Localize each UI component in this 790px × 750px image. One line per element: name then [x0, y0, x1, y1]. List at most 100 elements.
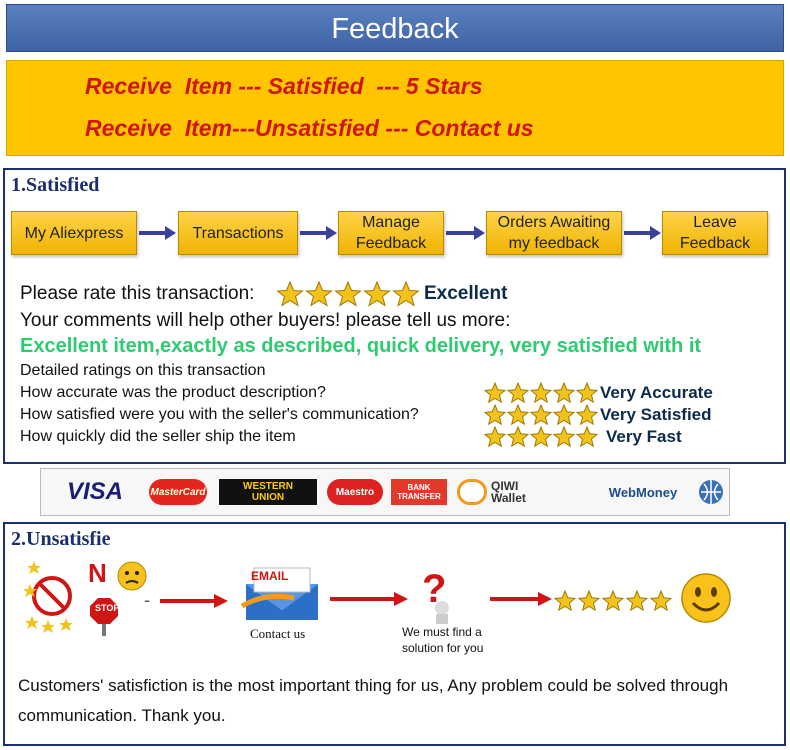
communication-star-rating[interactable] — [484, 404, 600, 426]
crossed-star-icon — [32, 576, 72, 616]
rules-banner: Receive Item --- Satisfied --- 5 Stars R… — [6, 60, 784, 156]
smiley-face-icon — [681, 573, 731, 623]
star-icon — [554, 590, 577, 612]
western-union-text: WESTERN — [243, 481, 293, 492]
bank-transfer-text: BANK — [407, 483, 431, 492]
star-icon — [529, 426, 553, 448]
rating-value: Very Accurate — [600, 383, 713, 402]
banner-line-unsatisfied: Receive Item---Unsatisfied --- Contact u… — [85, 115, 534, 141]
step-label: Feedback — [679, 235, 751, 252]
maestro-logo: Maestro — [327, 479, 383, 505]
step-transactions[interactable]: Transactions — [178, 211, 298, 255]
star-icon — [552, 426, 576, 448]
bank-transfer-logo: BANK TRANSFER — [391, 479, 447, 505]
star-icon — [577, 590, 601, 612]
qiwi-text: Wallet — [491, 491, 526, 505]
star-icon — [484, 382, 507, 404]
qiwi-text: QIWI — [491, 479, 519, 493]
step-arrow-icon — [624, 226, 661, 240]
rating-question: How accurate was the product description… — [20, 384, 326, 401]
step-my-aliexpress[interactable]: My Aliexpress — [11, 211, 137, 255]
satisfied-section: 1.Satisfied — [3, 168, 786, 464]
step-label: Orders Awaiting — [497, 214, 611, 231]
satisfaction-message: communication. Thank you. — [18, 706, 226, 725]
step-arrow-icon — [139, 226, 176, 240]
western-union-text: UNION — [251, 492, 285, 503]
qiwi-logo: QIWI Wallet — [491, 479, 571, 505]
webmoney-globe-icon — [699, 480, 723, 504]
step-label: my feedback — [508, 235, 600, 252]
star-icon — [529, 382, 553, 404]
no-text: N — [88, 558, 107, 588]
webmoney-logo: WebMoney — [608, 484, 678, 500]
red-arrow-icon — [160, 594, 228, 608]
email-envelope-icon[interactable] — [236, 562, 328, 624]
rating-value: Very Satisfied — [600, 405, 712, 424]
qiwi-icon — [457, 479, 487, 505]
star-icon — [506, 426, 530, 448]
step-label: Transactions — [192, 224, 284, 242]
star-icon — [575, 404, 599, 426]
stop-sign-icon — [90, 598, 118, 636]
red-arrow-icon — [490, 592, 552, 606]
star-icon — [575, 426, 599, 448]
comment-text[interactable]: Excellent item,exactly as described, qui… — [20, 335, 702, 357]
step-manage-feedback[interactable]: Manage Feedback — [338, 211, 444, 255]
bank-transfer-text: TRANSFER — [397, 492, 441, 501]
star-icon — [484, 404, 507, 426]
contact-us-label[interactable]: Contact us — [250, 626, 306, 641]
star-icon — [529, 404, 553, 426]
star-icon — [575, 382, 599, 404]
step-orders-awaiting-feedback[interactable]: Orders Awaiting my feedback — [486, 211, 622, 255]
accuracy-star-rating[interactable] — [484, 382, 600, 404]
step-arrow-icon — [300, 226, 337, 240]
star-icon — [506, 404, 530, 426]
no-stop-illustration — [23, 561, 147, 636]
solution-line: We must find a — [402, 625, 482, 639]
rating-question: How quickly did the seller ship the item — [20, 428, 296, 445]
overall-rating-value: Excellent — [424, 283, 508, 304]
payment-methods-strip: VISA MasterCard WESTERN UNION Maestro BA… — [40, 468, 730, 516]
star-icon — [276, 280, 304, 307]
question-figure-icon: ? — [422, 568, 449, 624]
red-arrow-icon — [330, 592, 408, 606]
stop-text: STOP — [95, 603, 120, 613]
satisfied-title: 1.Satisfied — [11, 174, 100, 196]
five-star-result — [554, 590, 672, 612]
visa-logo: VISA — [66, 478, 123, 505]
mastercard-logo: MasterCard — [149, 479, 207, 505]
dash-text: - — [144, 590, 150, 610]
star-icon — [392, 280, 420, 307]
star-icon — [484, 426, 507, 448]
star-icon — [552, 382, 576, 404]
star-icon — [601, 590, 625, 612]
rating-value: Very Fast — [606, 427, 682, 446]
shipping-star-rating[interactable] — [484, 426, 600, 448]
western-union-logo: WESTERN UNION — [219, 479, 317, 505]
step-leave-feedback[interactable]: Leave Feedback — [662, 211, 768, 255]
solution-line: solution for you — [402, 641, 484, 655]
banner-line-satisfied: Receive Item --- Satisfied --- 5 Stars — [85, 73, 483, 99]
unsatisfied-section: 2.Unsatisfie — [3, 522, 786, 746]
step-label: Leave — [693, 214, 737, 231]
overall-star-rating[interactable] — [276, 280, 420, 308]
page-title: Feedback — [6, 4, 784, 52]
step-label: Feedback — [355, 235, 427, 252]
rate-label: Please rate this transaction: — [20, 283, 255, 304]
star-icon — [305, 280, 333, 307]
detailed-ratings-title: Detailed ratings on this transaction — [20, 362, 266, 379]
comments-prompt: Your comments will help other buyers! pl… — [20, 310, 511, 331]
step-arrow-icon — [446, 226, 485, 240]
step-label: Manage — [362, 214, 420, 231]
star-icon — [649, 590, 672, 612]
star-icon — [625, 590, 649, 612]
step-label: My Aliexpress — [24, 224, 124, 242]
star-icon — [552, 404, 576, 426]
star-icon — [334, 280, 362, 307]
star-icon — [363, 280, 391, 307]
unsatisfied-title: 2.Unsatisfie — [11, 528, 111, 550]
star-icon — [506, 382, 530, 404]
email-text: EMAIL — [251, 569, 289, 583]
rating-question: How satisfied were you with the seller's… — [20, 406, 419, 423]
satisfaction-message: Customers' satisfiction is the most impo… — [18, 676, 729, 695]
